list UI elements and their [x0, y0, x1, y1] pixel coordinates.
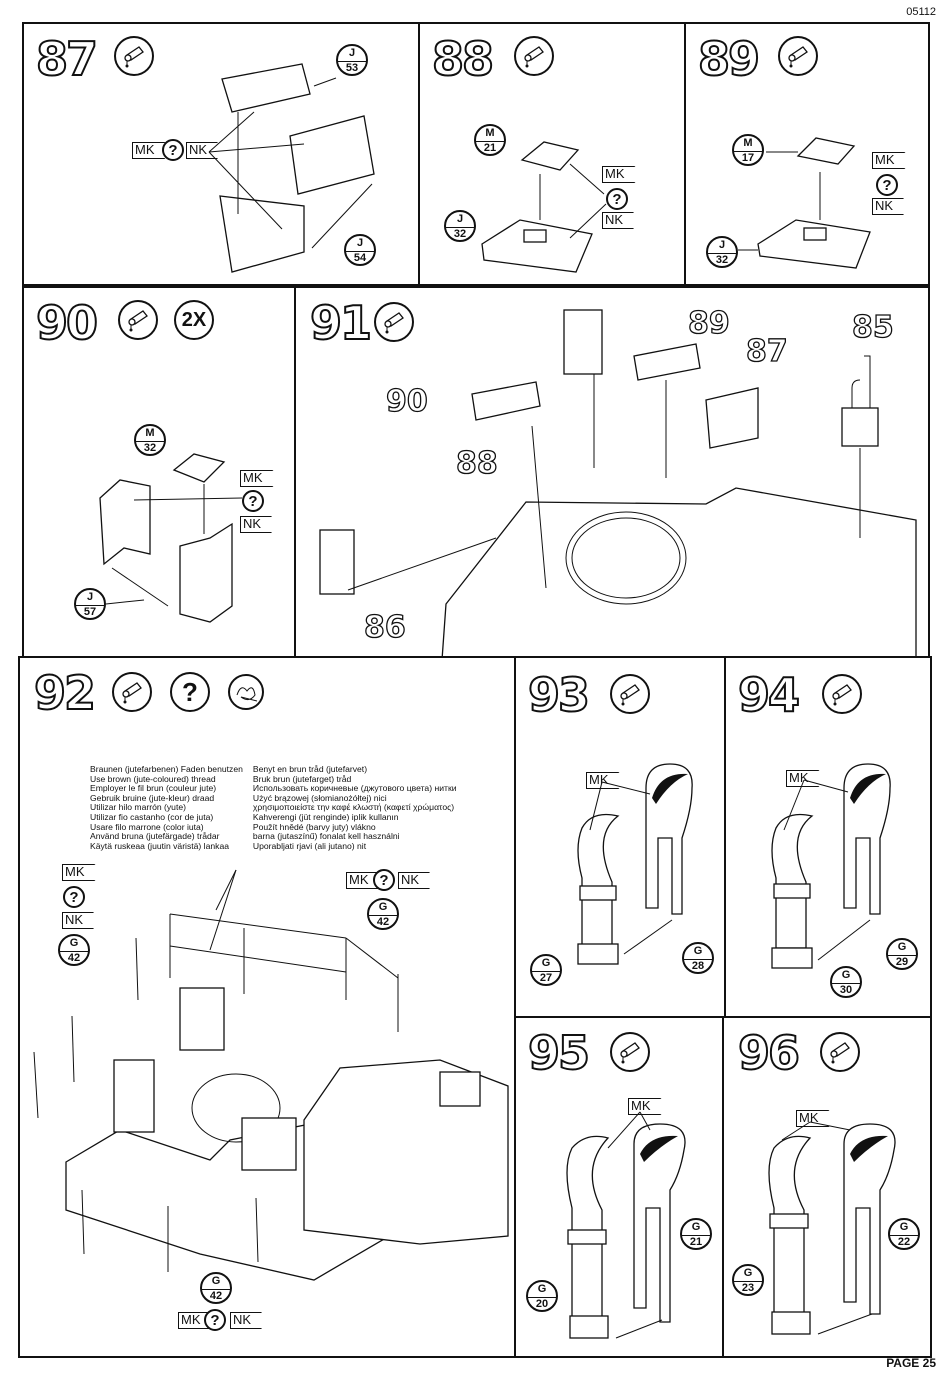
- paint-flag-mk: MK: [62, 864, 96, 881]
- step-number: 96: [737, 1026, 801, 1080]
- step-number: 94: [737, 668, 801, 722]
- glue-tube-icon: [112, 672, 152, 712]
- step-95-drawing: [566, 1111, 686, 1339]
- step-number: 90: [35, 296, 99, 350]
- paint-flag-nk: NK: [230, 1312, 263, 1329]
- step-93-drawing: [577, 763, 693, 965]
- glue-tube-icon: [822, 674, 862, 714]
- question-mark-icon: ?: [63, 886, 85, 908]
- paint-flag-nk: NK: [872, 198, 905, 215]
- paint-flag-nk: NK: [62, 912, 95, 929]
- subassembly-ref-87: 87: [745, 333, 788, 369]
- glue-tube-icon: [610, 674, 650, 714]
- paint-flag-nk: NK: [240, 516, 273, 533]
- subassembly-ref-89: 89: [687, 305, 730, 341]
- question-mark-icon: ?: [373, 869, 395, 891]
- glue-tube-icon: [514, 36, 554, 76]
- multiplier-2x-badge: 2X: [174, 300, 214, 340]
- glue-tube-icon: [820, 1032, 860, 1072]
- step-number: 95: [527, 1026, 591, 1080]
- question-mark-icon: ?: [606, 188, 628, 210]
- glue-tube-icon: [114, 36, 154, 76]
- question-mark-icon: ?: [162, 139, 184, 161]
- step-number: 87: [35, 32, 99, 86]
- paint-flag-nk: NK: [186, 142, 219, 159]
- step-87-drawing: [208, 63, 375, 273]
- step-number: 92: [33, 666, 97, 720]
- step-96-drawing: [768, 1121, 896, 1335]
- subassembly-ref-85: 85: [851, 309, 894, 345]
- paint-flag-mk: MK: [178, 1312, 212, 1329]
- subassembly-ref-88: 88: [455, 445, 498, 481]
- question-mark-icon: ?: [170, 672, 210, 712]
- thread-instructions: Braunen (jutefarbenen) Faden benutzen Us…: [90, 764, 457, 851]
- document-code: 05112: [906, 6, 936, 18]
- step-91-drawing: [319, 309, 917, 656]
- paint-flag-mk: MK: [602, 166, 636, 183]
- step-number: 88: [431, 32, 495, 86]
- step-88-drawing: [481, 141, 607, 273]
- step-94-drawing: [771, 763, 891, 969]
- step-number: 93: [527, 668, 591, 722]
- thread-instructions-col-1: Braunen (jutefarbenen) Faden benutzen Us…: [90, 764, 243, 851]
- thread-instructions-col-2: Benyt en brun tråd (jutefarvet) Bruk bru…: [252, 764, 457, 851]
- step-91-panel: 91 90 88 89 87 85 86: [294, 286, 930, 658]
- step-90-drawing: [99, 453, 243, 623]
- step-92-panel: 92 ?: [18, 656, 516, 1358]
- knotted-thread-icon: [228, 674, 264, 710]
- step-number: 89: [697, 32, 761, 86]
- subassembly-ref-86: 86: [363, 609, 406, 645]
- page-number: PAGE 25: [886, 1356, 936, 1370]
- step-89-drawing: [738, 137, 871, 269]
- paint-flag-mk: MK: [628, 1098, 662, 1115]
- glue-tube-icon: [610, 1032, 650, 1072]
- question-mark-icon: ?: [876, 174, 898, 196]
- paint-flag-mk: MK: [346, 872, 380, 889]
- glue-tube-icon: [118, 300, 158, 340]
- glue-tube-icon: [778, 36, 818, 76]
- glue-tube-icon: [374, 302, 414, 342]
- question-mark-icon: ?: [242, 490, 264, 512]
- step-number: 91: [309, 296, 373, 350]
- question-mark-icon: ?: [204, 1309, 226, 1331]
- subassembly-ref-90: 90: [385, 383, 428, 419]
- paint-flag-nk: NK: [398, 872, 431, 889]
